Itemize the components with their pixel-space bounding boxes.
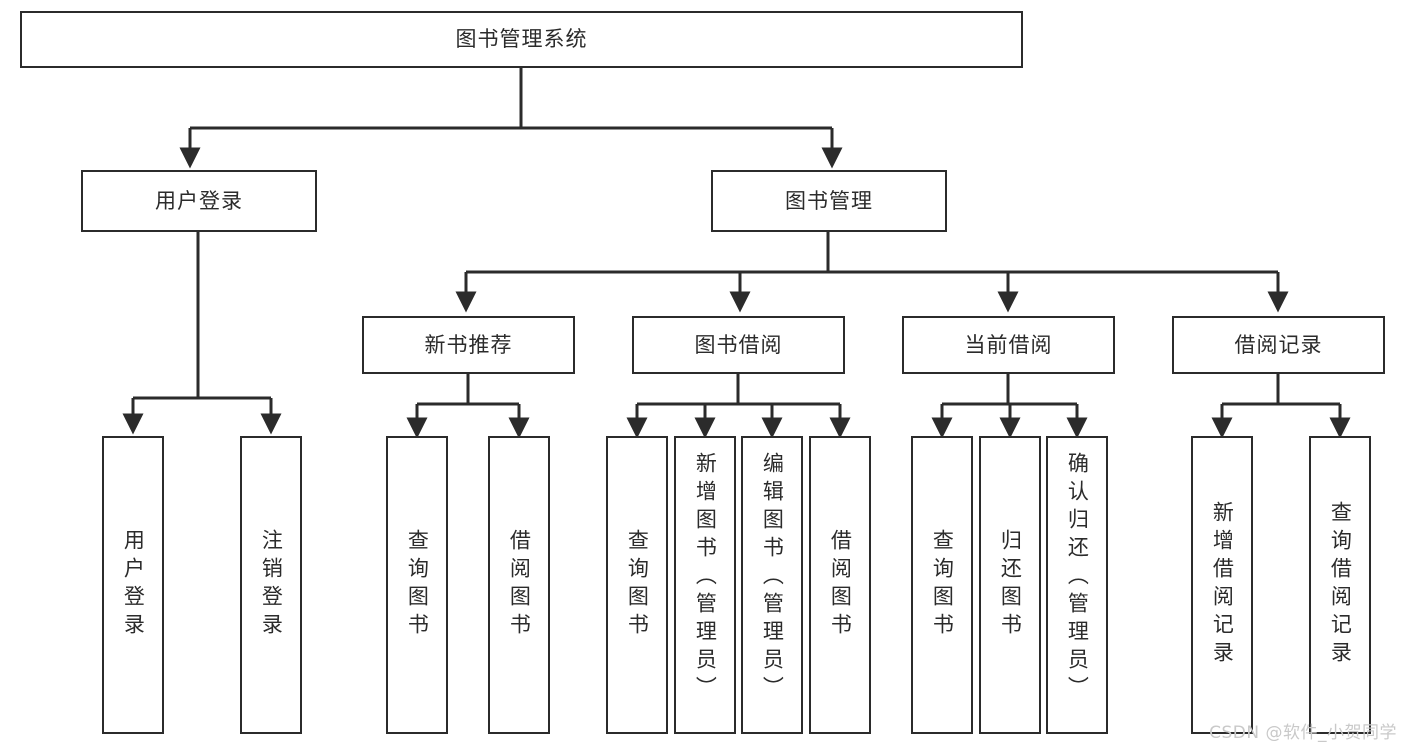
leaf-current-query-book[interactable]: 查询图书 <box>911 436 973 734</box>
node-label: 用户登录 <box>121 529 146 641</box>
node-label: 查询图书 <box>930 529 955 641</box>
node-label: 查询图书 <box>625 529 650 641</box>
leaf-recommend-query-book[interactable]: 查询图书 <box>386 436 448 734</box>
node-label: 新增图书（管理员） <box>693 452 718 704</box>
node-label: 新书推荐 <box>424 332 513 357</box>
node-label: 编辑图书（管理员） <box>760 452 785 704</box>
csdn-watermark: CSDN @软件_小贺同学 <box>1209 723 1397 743</box>
node-label: 借阅记录 <box>1234 332 1323 357</box>
leaf-user-logout[interactable]: 注销登录 <box>240 436 302 734</box>
leaf-borrow-add-book-admin[interactable]: 新增图书（管理员） <box>674 436 736 734</box>
leaf-user-login[interactable]: 用户登录 <box>102 436 164 734</box>
node-label: 借阅图书 <box>507 529 532 641</box>
node-borrow-record[interactable]: 借阅记录 <box>1172 316 1385 374</box>
node-label: 当前借阅 <box>964 332 1053 357</box>
leaf-borrow-borrow-book[interactable]: 借阅图书 <box>809 436 871 734</box>
node-book-management[interactable]: 图书管理 <box>711 170 947 232</box>
leaf-current-confirm-return-admin[interactable]: 确认归还（管理员） <box>1046 436 1108 734</box>
node-label: 查询图书 <box>405 529 430 641</box>
leaf-record-query-borrow-record[interactable]: 查询借阅记录 <box>1309 436 1371 734</box>
node-label: 用户登录 <box>155 188 243 213</box>
node-label: 图书管理系统 <box>455 27 588 52</box>
node-label: 图书借阅 <box>694 332 783 357</box>
node-current-borrow[interactable]: 当前借阅 <box>902 316 1115 374</box>
leaf-record-add-borrow-record[interactable]: 新增借阅记录 <box>1191 436 1253 734</box>
node-label: 新增借阅记录 <box>1210 501 1235 669</box>
node-label: 图书管理 <box>785 188 873 213</box>
node-root-book-management-system[interactable]: 图书管理系统 <box>20 11 1023 68</box>
node-label: 借阅图书 <box>828 529 853 641</box>
node-label: 确认归还（管理员） <box>1065 452 1090 704</box>
leaf-borrow-query-book[interactable]: 查询图书 <box>606 436 668 734</box>
node-user-login[interactable]: 用户登录 <box>81 170 317 232</box>
node-new-book-recommend[interactable]: 新书推荐 <box>362 316 575 374</box>
leaf-borrow-edit-book-admin[interactable]: 编辑图书（管理员） <box>741 436 803 734</box>
node-label: 注销登录 <box>259 529 284 641</box>
node-book-borrow[interactable]: 图书借阅 <box>632 316 845 374</box>
node-label: 查询借阅记录 <box>1328 501 1353 669</box>
node-label: 归还图书 <box>998 529 1023 641</box>
leaf-recommend-borrow-book[interactable]: 借阅图书 <box>488 436 550 734</box>
leaf-current-return-book[interactable]: 归还图书 <box>979 436 1041 734</box>
